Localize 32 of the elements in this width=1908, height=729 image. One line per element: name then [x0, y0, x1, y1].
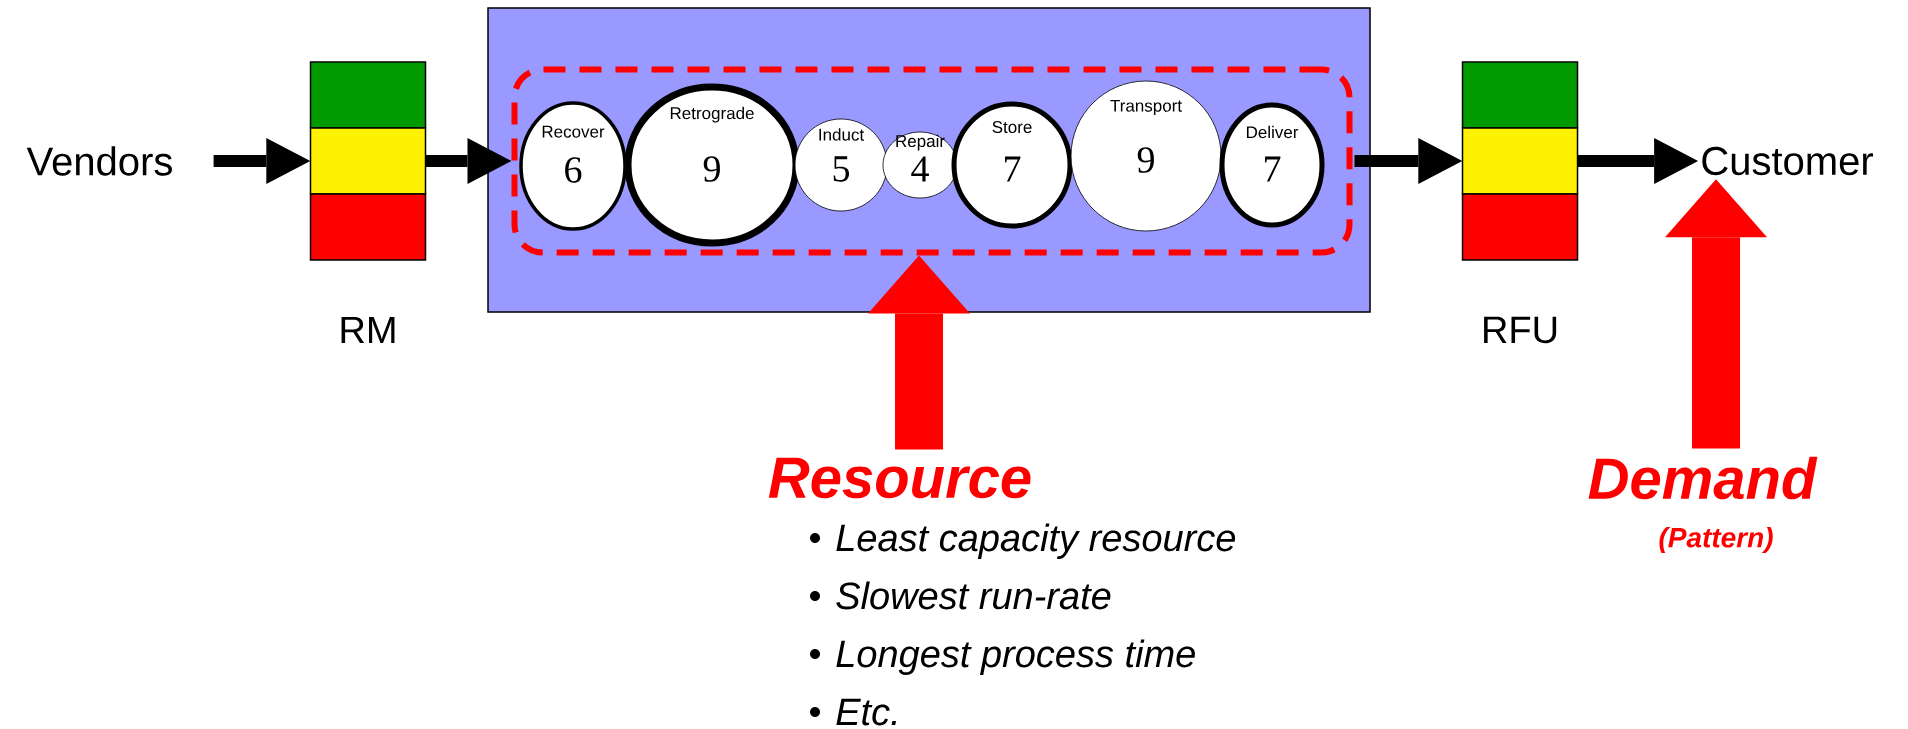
bullet-item: Least capacity resource: [810, 523, 1236, 559]
process-label: Repair: [896, 134, 945, 151]
bullet-item: Longest process time: [810, 639, 1195, 675]
process-number: 7: [1265, 156, 1281, 182]
flow-arrow: [213, 138, 311, 184]
bullet-item: Slowest run-rate: [810, 581, 1111, 610]
callout-heading: Resource: [768, 457, 1031, 499]
callout-subheading: (Pattern): [1659, 526, 1773, 554]
flow-arrow: [1354, 138, 1463, 184]
process-number: 5: [833, 156, 850, 182]
flow-label: Customer: [1702, 146, 1874, 176]
callout-heading: Demand: [1588, 456, 1818, 500]
process-label: Induct: [819, 128, 865, 141]
process-number: 9: [703, 156, 720, 182]
flow-arrow: [425, 138, 512, 184]
process-label: Recover: [542, 125, 605, 138]
flow-arrow: [1665, 179, 1767, 449]
flow-arrow: [1577, 138, 1699, 184]
process-number: 7: [1005, 156, 1021, 182]
buffer-label: RFU: [1484, 316, 1557, 344]
flow-arrow: [868, 255, 970, 450]
process-number: 9: [1137, 147, 1154, 173]
buffer-label: RM: [341, 316, 395, 344]
process-number: 4: [911, 156, 929, 182]
dashed-boundary: [511, 66, 1353, 256]
flow-label: Vendors: [26, 146, 172, 176]
process-number: 6: [565, 157, 582, 183]
process-label: Deliver: [1246, 125, 1299, 139]
bullet-item: Etc.: [810, 698, 896, 726]
process-label: Retrograde: [670, 106, 754, 123]
process-label: Transport: [1110, 99, 1182, 116]
process-label: Store: [992, 121, 1032, 134]
